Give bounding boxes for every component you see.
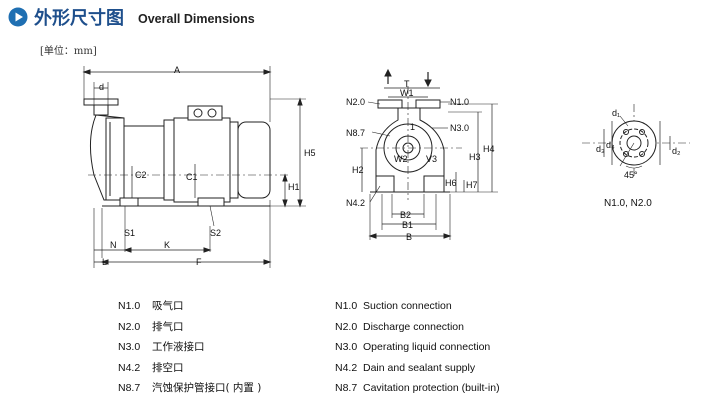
dim-label-v3: V3 bbox=[426, 154, 437, 164]
page-title-cn: 外形尺寸图 bbox=[34, 8, 124, 29]
dim-label-h7: H7 bbox=[466, 180, 478, 190]
dim-label-h6: H6 bbox=[445, 178, 457, 188]
legend-text: Operating liquid connection bbox=[363, 341, 491, 353]
angle-label: 45° bbox=[624, 170, 638, 180]
legend-en-row: N3.0 Operating liquid connection bbox=[335, 337, 500, 358]
dim-label-k: K bbox=[164, 240, 170, 250]
legend-code: N1.0 bbox=[118, 300, 141, 312]
dim-label-t: T bbox=[404, 79, 410, 89]
dim-label-h5: H5 bbox=[304, 148, 316, 158]
dim-label-d4: d₄ bbox=[606, 140, 615, 150]
legend-text: Suction connection bbox=[363, 300, 452, 312]
legend-cn-row: N3.0 工作液接口 bbox=[118, 337, 261, 358]
legend-cn-row: N4.2 排空口 bbox=[118, 358, 261, 379]
connection-label-n4-2: N4.2 bbox=[346, 198, 365, 208]
legend-code: N3.0 bbox=[335, 341, 358, 353]
legend-text: 排气口 bbox=[152, 320, 184, 333]
legend-code: N2.0 bbox=[335, 320, 358, 333]
connection-label-n3-0: N3.0 bbox=[450, 123, 469, 133]
legend-cn-row: N8.7 汽蚀保护管接口( 内置 ) bbox=[118, 378, 261, 399]
legend-text: Cavitation protection (built-in) bbox=[363, 382, 500, 394]
legend-code: N3.0 bbox=[118, 341, 141, 353]
dim-label-b: B bbox=[406, 232, 412, 242]
dim-label-s1: S1 bbox=[124, 228, 135, 238]
legend-text: Dain and sealant supply bbox=[363, 361, 476, 374]
legend-text: 排空口 bbox=[152, 361, 184, 374]
connection-label-n1-0: N1.0 bbox=[450, 97, 469, 107]
dim-label-w2: W2 bbox=[394, 154, 408, 164]
flange-view bbox=[582, 104, 690, 178]
header: 外形尺寸图 Overall Dimensions bbox=[8, 4, 255, 30]
legend-en-row: N1.0 Suction connection bbox=[335, 296, 500, 317]
dim-label-d2: d₂ bbox=[672, 146, 681, 156]
dim-label-f: F bbox=[196, 257, 202, 267]
legend-code: N1.0 bbox=[335, 300, 358, 312]
dim-label-c1: C1 bbox=[186, 172, 198, 182]
legend-code: N8.7 bbox=[118, 382, 141, 394]
connection-label-n2-0: N2.0 bbox=[346, 97, 365, 107]
dim-label-d1: d₁ bbox=[612, 108, 620, 118]
dim-label-d: d bbox=[99, 82, 104, 92]
legend-cn: N1.0 吸气口 N2.0 排气口 N3.0 工作液接口 N4.2 排空口 N8.7 汽蚀… bbox=[118, 296, 261, 399]
dim-label-h2: H2 bbox=[352, 165, 364, 175]
dim-label-w1: W1 bbox=[400, 88, 414, 98]
connection-label-n8-7: N8.7 bbox=[346, 128, 365, 138]
dim-label-n: N bbox=[110, 240, 117, 250]
legend-code: N4.2 bbox=[118, 361, 141, 374]
legend-code: N8.7 bbox=[335, 382, 358, 394]
dim-label-a: A bbox=[174, 65, 180, 75]
dim-label-b1: B1 bbox=[402, 220, 413, 230]
legend-en-row: N8.7 Cavitation protection (built-in) bbox=[335, 378, 500, 399]
side-view bbox=[360, 68, 498, 240]
legend-text: 吸气口 bbox=[152, 300, 184, 312]
unit-note: [单位：mm] bbox=[40, 46, 97, 57]
legend-text: 工作液接口 bbox=[152, 341, 205, 353]
legend-en: N1.0 Suction connection N2.0 Discharge con… bbox=[335, 296, 500, 399]
dim-label-l: L bbox=[102, 257, 107, 267]
page-title-en: Overall Dimensions bbox=[138, 11, 255, 26]
dim-label-h1: H1 bbox=[288, 182, 300, 192]
dim-label-s2: S2 bbox=[210, 228, 221, 238]
legend-text: Discharge connection bbox=[363, 320, 464, 333]
flange-caption: N1.0, N2.0 bbox=[604, 198, 652, 209]
play-icon bbox=[8, 7, 28, 27]
legend-en-row: N4.2 Dain and sealant supply bbox=[335, 358, 500, 379]
front-view bbox=[82, 66, 306, 268]
legend-code: N4.2 bbox=[335, 361, 358, 374]
dim-label-c2: C2 bbox=[135, 170, 147, 180]
legend-cn-row: N2.0 排气口 bbox=[118, 317, 261, 338]
dim-label-h3: H3 bbox=[469, 152, 481, 162]
legend-cn-row: N1.0 吸气口 bbox=[118, 296, 261, 317]
legend-code: N2.0 bbox=[118, 320, 141, 333]
technical-drawing: A d H5 H1 C2 C1 S1 S2 N K L F T W1 N2.0 … bbox=[82, 65, 690, 268]
dim-label-h4: H4 bbox=[483, 144, 495, 154]
legend-text: 汽蚀保护管接口( 内置 ) bbox=[152, 382, 262, 394]
legend-en-row: N2.0 Discharge connection bbox=[335, 317, 500, 338]
dim-label-1: 1 bbox=[410, 122, 415, 132]
dim-label-b2: B2 bbox=[400, 210, 411, 220]
dim-label-d3: d₃ bbox=[596, 144, 605, 154]
